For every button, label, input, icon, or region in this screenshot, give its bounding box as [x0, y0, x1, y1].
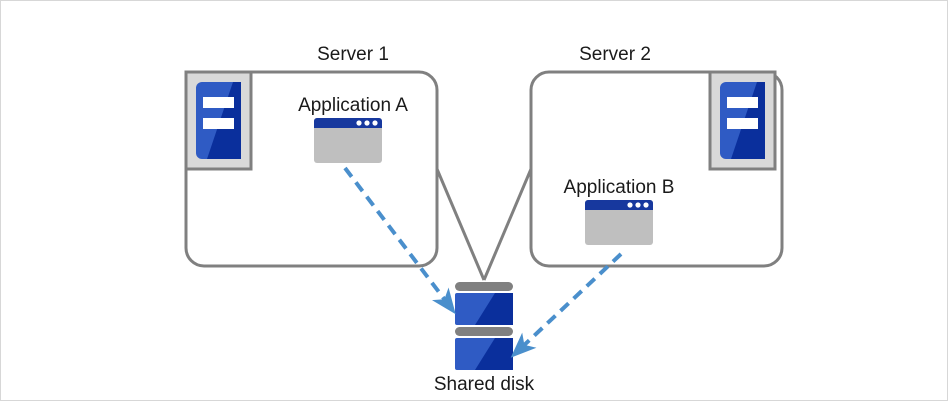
shared-disk-label: Shared disk [434, 374, 535, 395]
application-b-label: Application B [564, 177, 675, 198]
server-2-label: Server 2 [579, 44, 651, 65]
application-a-window-icon[interactable] [314, 118, 382, 163]
shared-disk-group[interactable]: Shared disk [434, 282, 535, 395]
shared-disk-bar-top [455, 282, 513, 291]
server-2-group[interactable]: Server 2 Application B [529, 44, 784, 268]
shared-disk-bar-bottom [455, 327, 513, 336]
connector-server-2-to-disk [482, 168, 533, 281]
access-arrows [343, 166, 623, 358]
server-2-icon [708, 70, 777, 171]
connector-lines [435, 168, 533, 281]
arrow-application-a-to-disk [343, 166, 456, 315]
connector-server-1-to-disk [435, 168, 486, 281]
application-a-label: Application A [298, 95, 408, 116]
server-1-group[interactable]: Server 1 Application A [184, 44, 439, 268]
server-1-label: Server 1 [317, 44, 389, 65]
application-b-window-icon[interactable] [585, 200, 653, 245]
arrow-application-b-to-disk [510, 252, 623, 358]
server-1-icon [184, 70, 253, 171]
